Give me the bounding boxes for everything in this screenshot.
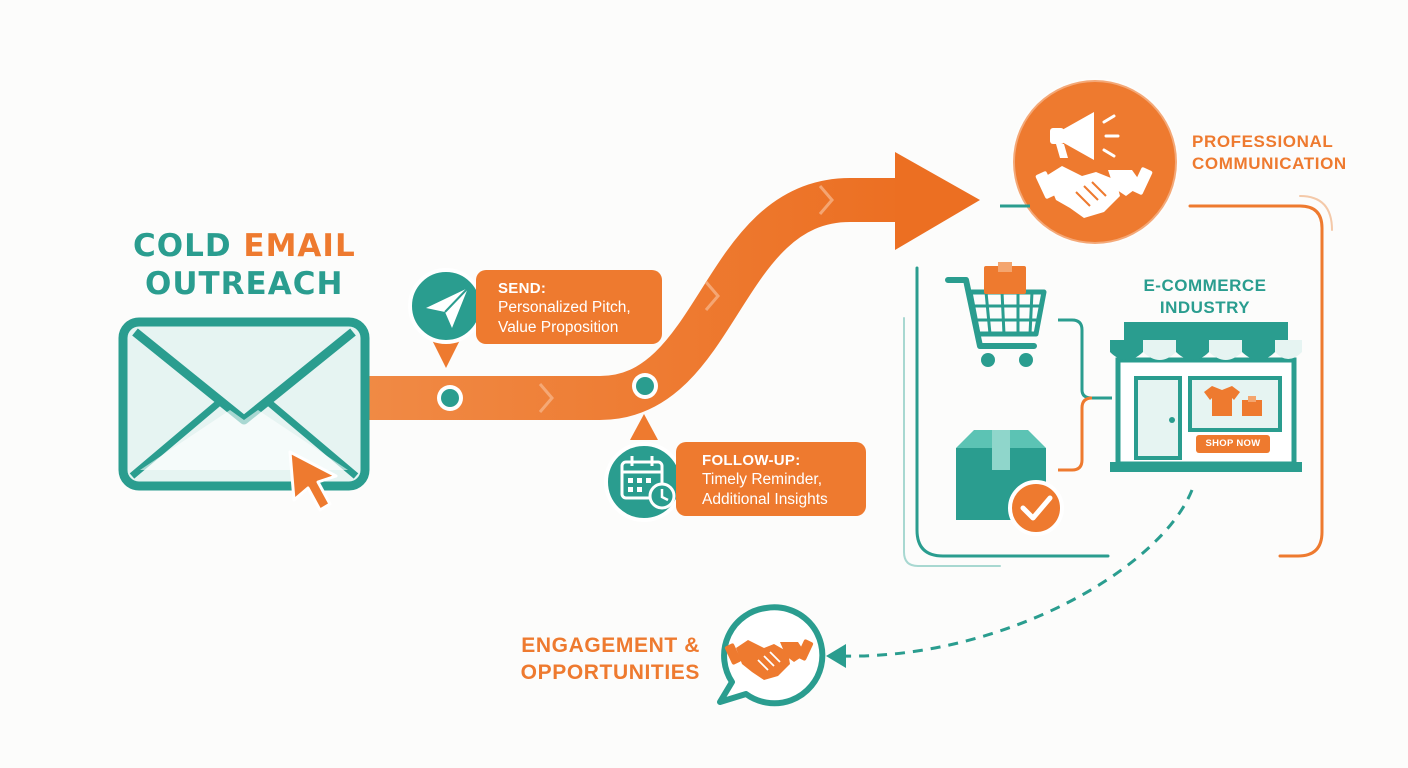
follow-up-callout: FOLLOW-UP: Timely Reminder, Additional I… [676, 442, 866, 516]
calendar-clock-icon [620, 456, 676, 510]
main-flow-arrow [365, 152, 980, 420]
professional-communication-icon [1011, 78, 1179, 246]
ecommerce-line-1: E-COMMERCE [1143, 276, 1267, 295]
title-cold: COLD [133, 228, 244, 264]
ecommerce-label: E-COMMERCE INDUSTRY [1120, 275, 1290, 319]
title-line-1: COLD EMAIL [133, 228, 356, 264]
paper-plane-icon [426, 287, 469, 328]
dashed-return-arrow [839, 489, 1194, 658]
engagement-line-2: OPPORTUNITIES [520, 661, 700, 684]
shop-now-button[interactable]: SHOP NOW [1196, 435, 1270, 453]
megaphone-icon [1050, 112, 1094, 160]
send-heading: SEND: [498, 280, 547, 297]
engagement-label: ENGAGEMENT & OPPORTUNITIES [480, 632, 700, 686]
paper-plane-badge [408, 268, 484, 368]
chat-handshake-icon [717, 604, 826, 707]
calendar-clock-badge [604, 414, 684, 522]
follow-up-line-1: Timely Reminder, [702, 471, 823, 488]
professional-line-1: PROFESSIONAL [1192, 132, 1334, 151]
ecommerce-frame [903, 195, 1333, 567]
follow-up-line-2: Additional Insights [702, 491, 828, 508]
send-callout: SEND: Personalized Pitch, Value Proposit… [476, 270, 662, 344]
envelope-icon [118, 317, 370, 491]
professional-communication-label: PROFESSIONAL COMMUNICATION [1192, 131, 1347, 175]
handshake-icon [1035, 166, 1153, 218]
send-line-1: Personalized Pitch, [498, 299, 631, 316]
title-line-2: OUTREACH [145, 266, 344, 302]
ecommerce-line-2: INDUSTRY [1159, 298, 1251, 317]
title-email: EMAIL [243, 228, 356, 264]
cursor-icon [288, 450, 338, 512]
engagement-line-1: ENGAGEMENT & [521, 634, 700, 657]
package-check-icon [956, 430, 1064, 536]
send-line-2: Value Proposition [498, 319, 619, 336]
follow-up-heading: FOLLOW-UP: [702, 452, 801, 469]
shopping-cart-icon [945, 262, 1047, 367]
professional-line-2: COMMUNICATION [1192, 154, 1347, 173]
